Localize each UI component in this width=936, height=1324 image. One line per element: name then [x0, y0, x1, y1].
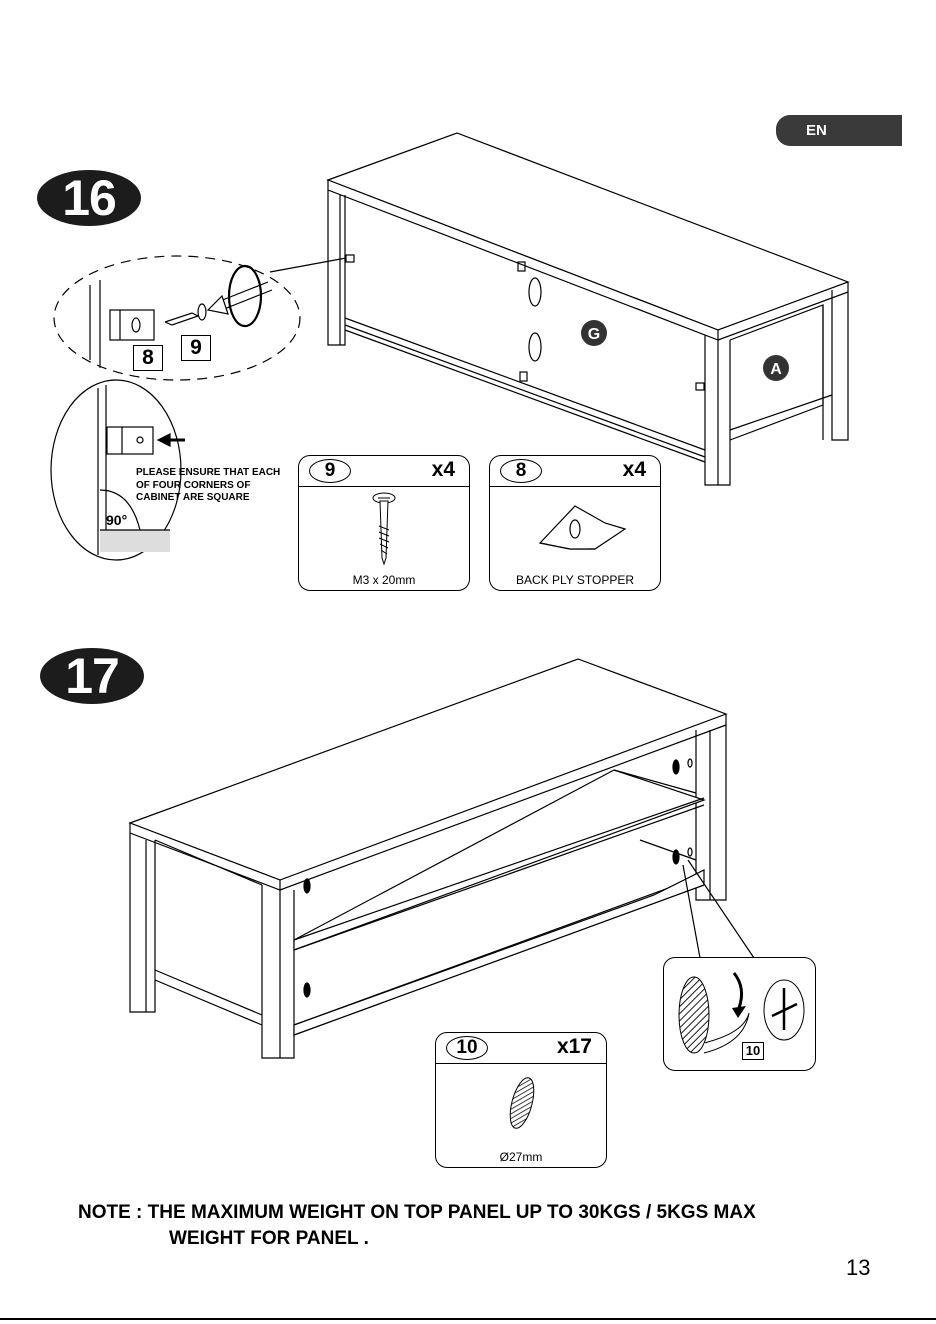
- part-card-9: 9 x4 M3 x 20mm: [298, 455, 470, 591]
- callout-part-10: 10: [742, 1042, 764, 1060]
- square-corners-note: PLEASE ENSURE THAT EACH OF FOUR CORNERS …: [136, 467, 280, 505]
- screw-icon: [359, 488, 409, 568]
- back-ply-stopper-icon: [535, 501, 630, 556]
- part-label: Ø27mm: [436, 1150, 606, 1164]
- part-quantity: x17: [557, 1035, 592, 1059]
- part-quantity: x4: [432, 458, 455, 482]
- part-card-10: 10 x17 Ø27mm: [435, 1032, 607, 1168]
- part-number: 8: [500, 459, 542, 483]
- angle-label: 90°: [106, 512, 127, 528]
- panel-letter-a: A: [770, 361, 782, 378]
- part-number: 9: [309, 459, 351, 483]
- panel-letter-g: G: [588, 326, 600, 343]
- part-label: BACK PLY STOPPER: [490, 573, 660, 587]
- cap-callout: 10: [663, 957, 816, 1071]
- part-card-8: 8 x4 BACK PLY STOPPER: [489, 455, 661, 591]
- part-label: M3 x 20mm: [299, 573, 469, 587]
- weight-note: NOTE : THE MAXIMUM WEIGHT ON TOP PANEL U…: [78, 1200, 756, 1252]
- page-number: 13: [846, 1255, 870, 1281]
- callout-part-8: 8: [133, 345, 163, 371]
- part-quantity: x4: [623, 458, 646, 482]
- callout-part-9: 9: [181, 335, 211, 361]
- bottom-rule: [0, 1318, 936, 1320]
- cover-cap-detail: [664, 958, 814, 1068]
- part-number: 10: [446, 1036, 488, 1060]
- cover-cap-icon: [506, 1073, 538, 1133]
